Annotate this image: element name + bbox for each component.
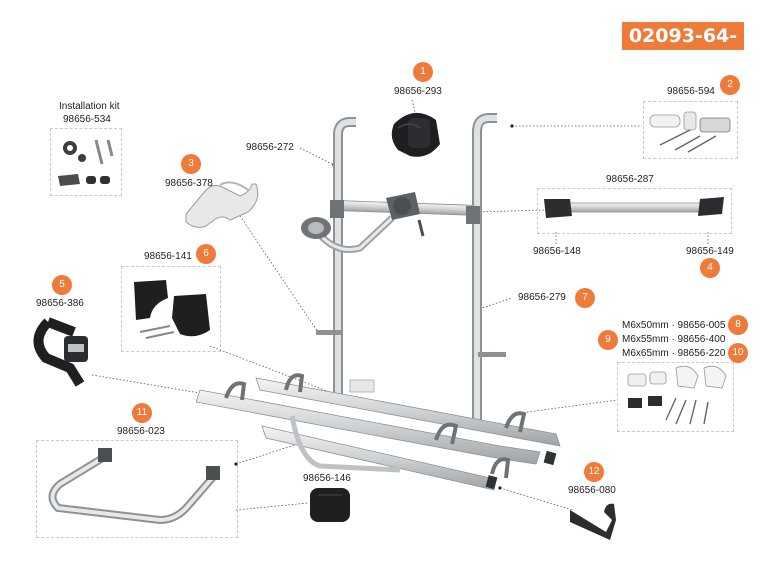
part-3-drawing — [185, 181, 259, 228]
callout-11: 11 — [132, 403, 152, 423]
callout-9: 9 — [598, 330, 618, 350]
strap-pad-drawing — [310, 488, 350, 522]
label-part-8: M6x50mm · 98656-005 — [622, 320, 726, 331]
label-part-4: 98656-149 — [686, 246, 734, 257]
installation-kit-title: Installation kit — [59, 101, 120, 112]
part-6-drawing — [134, 280, 210, 339]
part-2-box — [643, 101, 738, 159]
label-end-cap: 98656-148 — [533, 246, 581, 257]
leader-lines — [91, 99, 709, 511]
label-strap-pad: 98656-146 — [303, 473, 351, 484]
part-6-box — [121, 266, 221, 352]
part-5-drawing — [33, 317, 88, 387]
label-rack-frame: 98656-272 — [246, 142, 294, 153]
part-number-badge: 02093-64- — [622, 22, 744, 50]
label-part-5: 98656-386 — [36, 298, 84, 309]
callout-2: 2 — [720, 75, 740, 95]
callout-10: 10 — [728, 343, 748, 363]
label-part-10: M6x65mm · 98656-220 — [622, 348, 726, 359]
part-11-box — [36, 440, 238, 538]
label-part-11: 98656-023 — [117, 426, 165, 437]
callout-3: 3 — [181, 154, 201, 174]
knob-part — [391, 112, 440, 157]
callout-4: 4 — [700, 258, 720, 278]
rack-frame — [195, 113, 561, 491]
part-12-drawing — [570, 503, 616, 540]
bolt-kit-drawing — [627, 365, 727, 425]
bolt-kit-box — [617, 362, 734, 432]
label-part-1: 98656-293 — [394, 86, 442, 97]
callout-8: 8 — [728, 315, 748, 335]
kit-drawing — [58, 139, 114, 186]
callout-12: 12 — [584, 462, 604, 482]
callout-6: 6 — [196, 244, 216, 264]
label-part-6: 98656-141 — [144, 251, 192, 262]
part-11-drawing — [48, 448, 220, 525]
installation-kit-code: 98656-534 — [63, 114, 111, 125]
label-crossbar: 98656-287 — [606, 174, 654, 185]
part-2-drawing — [649, 111, 731, 153]
kit-box — [50, 128, 122, 196]
label-part-2: 98656-594 — [667, 86, 715, 97]
crossbar-box — [537, 188, 732, 234]
label-part-7: 98656-279 — [518, 292, 566, 303]
callout-1: 1 — [413, 62, 433, 82]
label-part-3: 98656-378 — [165, 178, 213, 189]
label-part-12: 98656-080 — [568, 485, 616, 496]
crossbar-drawing — [544, 197, 724, 218]
label-part-9: M6x55mm · 98656-400 — [622, 334, 726, 345]
callout-5: 5 — [52, 275, 72, 295]
callout-7: 7 — [575, 288, 595, 308]
